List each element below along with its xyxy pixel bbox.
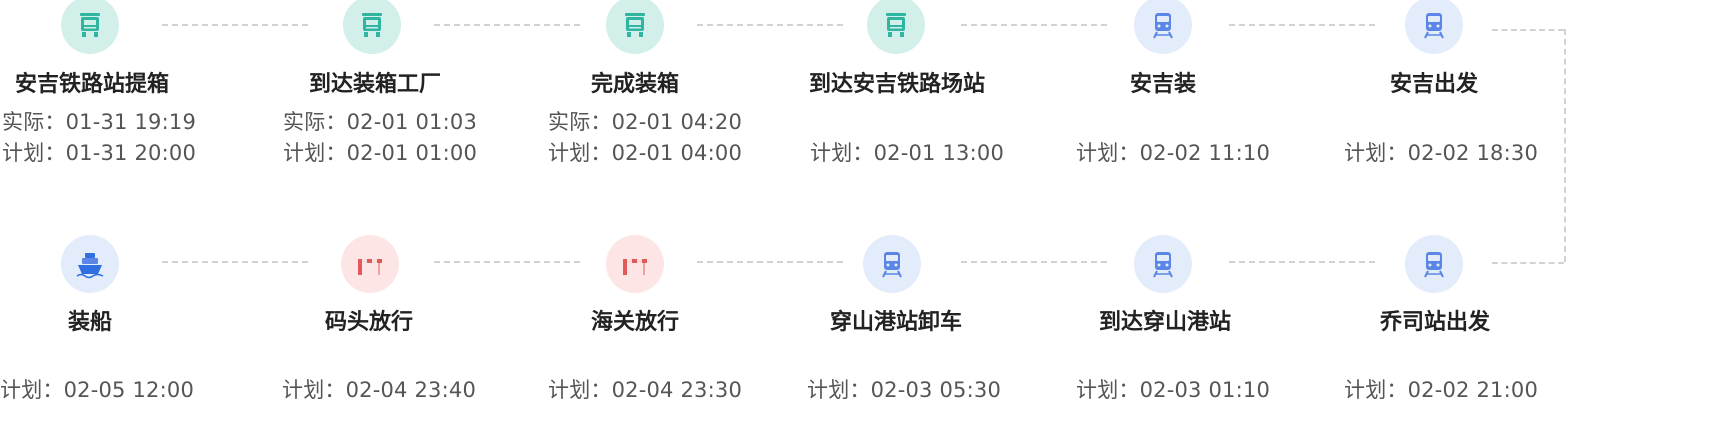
step-title: 海关放行 xyxy=(591,310,680,335)
plan-time: 计划：02-04 23:30 xyxy=(548,378,743,402)
plan-time: 计划：02-02 11:10 xyxy=(1076,141,1271,165)
step-title: 到达装箱工厂 xyxy=(309,72,442,97)
plan-time: 计划：02-01 04:00 xyxy=(548,141,743,165)
connector xyxy=(434,261,580,263)
gate-icon xyxy=(606,235,664,293)
train-icon xyxy=(1405,0,1463,54)
step-title: 到达安吉铁路场站 xyxy=(809,72,986,97)
train-icon xyxy=(1134,0,1192,54)
train-icon xyxy=(1405,235,1463,293)
train-icon xyxy=(1134,235,1192,293)
truck-icon xyxy=(343,0,401,54)
plan-time: 计划：02-02 18:30 xyxy=(1344,141,1539,165)
plan-time: 计划：02-03 05:30 xyxy=(807,378,1002,402)
plan-time: 计划：02-02 21:00 xyxy=(1344,378,1539,402)
truck-icon xyxy=(61,0,119,54)
connector xyxy=(1229,24,1375,26)
connector xyxy=(1492,262,1564,264)
plan-time: 计划：01-31 20:00 xyxy=(2,141,197,165)
connector xyxy=(961,24,1107,26)
plan-time: 计划：02-01 01:00 xyxy=(283,141,478,165)
connector xyxy=(697,261,843,263)
connector xyxy=(162,261,308,263)
connector xyxy=(1564,29,1566,262)
step-title: 安吉装 xyxy=(1130,72,1197,97)
ship-icon xyxy=(61,235,119,293)
connector xyxy=(1492,29,1564,31)
train-icon xyxy=(863,235,921,293)
connector xyxy=(961,261,1107,263)
plan-time: 计划：02-03 01:10 xyxy=(1076,378,1271,402)
plan-time: 计划：02-04 23:40 xyxy=(282,378,477,402)
actual-time: 实际：02-01 01:03 xyxy=(283,110,478,134)
actual-time: 实际：02-01 04:20 xyxy=(548,110,743,134)
step-title: 码头放行 xyxy=(325,310,414,335)
gate-icon xyxy=(341,235,399,293)
plan-time: 计划：02-05 12:00 xyxy=(0,378,195,402)
truck-icon xyxy=(867,0,925,54)
connector xyxy=(697,24,843,26)
step-title: 安吉铁路站提箱 xyxy=(15,72,170,97)
connector xyxy=(162,24,308,26)
step-title: 装船 xyxy=(68,310,113,335)
actual-time: 实际：01-31 19:19 xyxy=(2,110,197,134)
connector xyxy=(1229,261,1375,263)
plan-time: 计划：02-01 13:00 xyxy=(810,141,1005,165)
step-title: 安吉出发 xyxy=(1390,72,1479,97)
truck-icon xyxy=(606,0,664,54)
step-title: 完成装箱 xyxy=(591,72,680,97)
step-title: 到达穿山港站 xyxy=(1099,310,1232,335)
connector xyxy=(434,24,580,26)
step-title: 穿山港站卸车 xyxy=(830,310,963,335)
step-title: 乔司站出发 xyxy=(1380,310,1491,335)
